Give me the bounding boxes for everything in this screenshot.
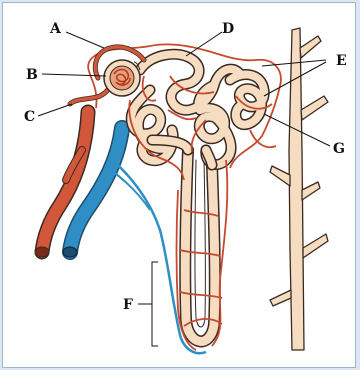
convoluted-tubule: [131, 54, 264, 165]
label-g: G: [333, 142, 345, 156]
leader-line-a: [66, 32, 104, 48]
bracket-f: [152, 262, 158, 346]
label-b: B: [26, 68, 38, 82]
label-e: E: [336, 54, 347, 68]
label-c: C: [24, 110, 35, 124]
label-f: F: [123, 298, 133, 312]
loop-of-henle: [185, 150, 215, 341]
label-a: A: [50, 22, 61, 36]
label-d: D: [222, 22, 234, 36]
glomerulus-icon: [104, 60, 140, 96]
leader-line-c: [38, 104, 72, 116]
leader-line-d: [186, 32, 222, 56]
